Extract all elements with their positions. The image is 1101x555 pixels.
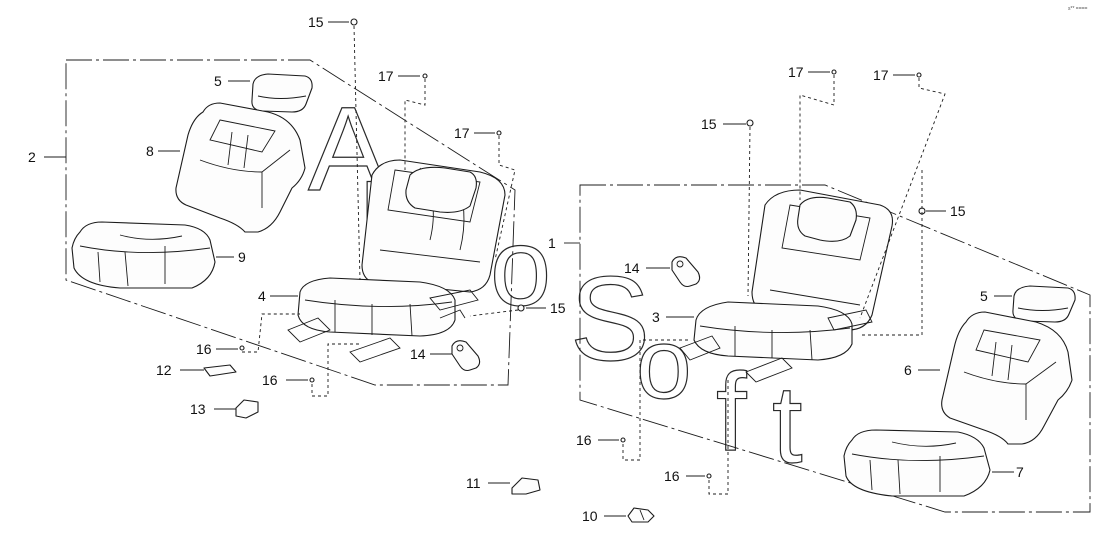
seat-cushion-right-part-7 (843, 429, 991, 497)
callout-17-left: 17 (378, 68, 394, 84)
callout-15-top-left: 15 (308, 14, 324, 30)
clip-17d (916, 72, 922, 78)
callout-12: 12 (156, 362, 172, 378)
headrest-left-part-5 (251, 73, 313, 113)
callout-15-right-2: 15 (950, 203, 966, 219)
watermark-letter-t2: t (772, 363, 803, 486)
seatback-pad-right-part-6 (941, 311, 1073, 445)
callout-16-left: 16 (196, 341, 212, 357)
callout-6: 6 (904, 362, 912, 378)
callout-7: 7 (1016, 464, 1024, 480)
callout-17-right-2: 17 (873, 67, 889, 83)
watermark: A u t o S o f t (307, 81, 803, 486)
callout-17-right: 17 (788, 64, 804, 80)
callout-10: 10 (582, 508, 598, 524)
cover-part-13 (235, 399, 259, 419)
seat-belt-buckle-left-part-14 (451, 340, 481, 372)
callout-15-right: 15 (701, 116, 717, 132)
headrest-right-part-5 (1012, 285, 1076, 323)
callout-3: 3 (652, 309, 660, 325)
callout-16-left-2: 16 (262, 372, 278, 388)
clip-16d (706, 473, 712, 479)
corner-mark: s** ==== (1068, 6, 1088, 12)
callout-16-right: 16 (576, 432, 592, 448)
callout-8: 8 (146, 143, 154, 159)
callout-labels: 2 15 5 17 8 17 9 4 15 16 12 16 14 13 11 … (28, 14, 1024, 524)
callout-5-left: 5 (214, 73, 222, 89)
callout-leaders (44, 21, 1014, 517)
watermark-letter-s: S (570, 252, 650, 386)
cover-part-10 (627, 507, 655, 523)
cover-part-11 (511, 477, 541, 495)
cover-part-12 (203, 364, 237, 377)
bolt-15c (746, 119, 754, 127)
callout-9: 9 (238, 249, 246, 265)
watermark-letter-o2: o (636, 308, 692, 420)
left-assembly-frame (65, 59, 516, 386)
seat-cushion-left-part-9 (71, 221, 216, 289)
callout-13: 13 (190, 401, 206, 417)
seat-belt-buckle-right-part-14 (671, 256, 701, 288)
bolt-15a (350, 18, 358, 26)
callout-17-left-2: 17 (454, 125, 470, 141)
right-assembly-frame (579, 184, 1091, 513)
callout-11: 11 (466, 475, 481, 491)
bolt-15b (517, 304, 525, 312)
fasteners (239, 18, 946, 495)
callout-14-right: 14 (624, 260, 640, 276)
seatback-pad-left-part-8 (175, 102, 306, 233)
watermark-letter-f: f (716, 351, 747, 474)
clip-17c (831, 69, 837, 75)
seat-assembly-left-part-4 (287, 159, 506, 363)
callout-14-left: 14 (410, 346, 426, 362)
clip-16b (309, 377, 315, 383)
callout-2: 2 (28, 149, 36, 165)
callout-15-mid: 15 (550, 300, 566, 316)
clip-17b (496, 130, 502, 136)
callout-1: 1 (548, 235, 556, 251)
callout-4: 4 (258, 288, 266, 304)
clip-16a (239, 345, 245, 351)
callout-5-right: 5 (980, 288, 988, 304)
callout-16-right-2: 16 (664, 468, 680, 484)
clip-16c (620, 437, 626, 443)
seat-assembly-right-part-3 (679, 189, 894, 383)
clip-17a (422, 73, 428, 79)
